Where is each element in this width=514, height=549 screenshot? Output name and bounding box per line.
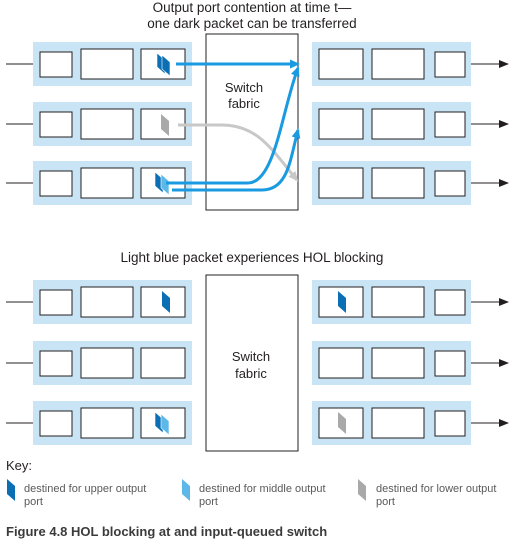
key-item-middle-line1: destined for middle output [199,483,326,495]
dark-packet [338,291,346,313]
top-diagram: Output port contention at time t— one da… [6,0,509,211]
top-input-port-3 [6,161,192,205]
bottom-switch-fabric [205,274,299,452]
gray-packet [161,114,169,136]
light-packet-swatch [182,479,190,501]
top-fabric-label-line2: fabric [228,96,260,111]
top-output-port-1 [312,42,509,86]
bottom-diagram: Light blue packet experiences HOL blocki… [6,250,509,452]
top-input-port-1 [6,42,192,86]
key-item-upper-line1: destined for upper output [24,483,146,495]
top-fabric-label-line1: Switch [225,80,263,95]
bottom-fabric-label-line1: Switch [232,349,270,364]
key-item-lower-line2: port [376,496,395,508]
gray-packet-swatch [358,479,366,501]
top-title-line1: Output port contention at time t— [153,0,352,15]
key-label: Key: [6,458,32,473]
key-legend: Key: destined for upper output port dest… [6,458,496,508]
bottom-input-port-1 [6,280,192,324]
dark-packet [162,291,170,313]
bottom-output-port-1 [312,280,509,324]
bottom-fabric-label-line2: fabric [235,366,267,381]
dark-packet-swatch [7,479,15,501]
top-input-port-2 [6,102,192,146]
dark-and-light-packets [154,171,170,196]
key-item-middle-line2: port [199,496,218,508]
top-output-port-2 [312,102,509,146]
top-title-line2: one dark packet can be transferred [147,16,356,31]
dark-packet [156,52,171,77]
bottom-input-port-2 [6,341,192,385]
key-item-lower-line1: destined for lower output [376,483,496,495]
bottom-input-port-3 [6,401,192,445]
figure-caption: Figure 4.8 HOL blocking at and input-que… [6,524,327,539]
dark-and-light-packets [154,411,170,436]
top-output-port-3 [312,161,509,205]
key-item-upper-line2: port [24,496,43,508]
bottom-title: Light blue packet experiences HOL blocki… [121,250,384,265]
bottom-output-port-2 [312,341,509,385]
gray-packet [338,412,346,434]
bottom-output-port-3 [312,401,509,445]
port3-light-to-middle-arrow [172,128,301,192]
port3-dark-to-upper-arrow [166,66,300,185]
